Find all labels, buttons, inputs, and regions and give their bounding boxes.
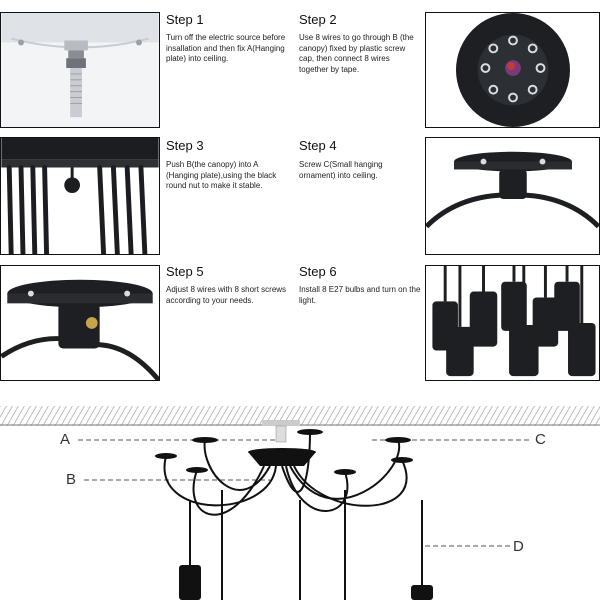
canopy <box>248 452 316 466</box>
step3-photo-canopy-nut <box>0 137 160 255</box>
wire-arms <box>163 431 423 600</box>
step2-title: Step 2 <box>299 12 337 27</box>
step2-photo-canopy-wires <box>425 12 600 128</box>
step4-photo-hanging-ornament <box>425 137 600 255</box>
step5-photo-wire-screws <box>0 265 160 381</box>
step5-text: Adjust 8 wires with 8 short screws accor… <box>166 285 287 305</box>
step3-title: Step 3 <box>166 138 204 153</box>
step2-text: Use 8 wires to go through B (the canopy)… <box>299 33 414 74</box>
step3-text: Push B(the canopy) into A (Hanging plate… <box>166 160 277 190</box>
step1-title: Step 1 <box>166 12 204 27</box>
step6-title: Step 6 <box>299 264 337 279</box>
step6-photo-e27-sockets <box>425 265 600 381</box>
label-c: C <box>535 431 546 448</box>
step4-text: Screw C(Small hanging ornament) into cei… <box>299 160 383 180</box>
step1-photo-hanging-plate <box>0 12 160 128</box>
step6-text: Install 8 E27 bulbs and turn on the ligh… <box>299 285 421 305</box>
hanging-plate <box>262 420 300 426</box>
label-d: D <box>513 538 524 555</box>
step5-title: Step 5 <box>166 264 204 279</box>
step4-title: Step 4 <box>299 138 337 153</box>
chandelier-diagram <box>78 420 530 600</box>
label-a: A <box>60 431 71 448</box>
socket-bottoms <box>179 565 433 600</box>
threaded-rod <box>275 425 287 443</box>
label-b: B <box>66 471 77 488</box>
step1-text: Turn off the electric source before insa… <box>166 33 286 63</box>
